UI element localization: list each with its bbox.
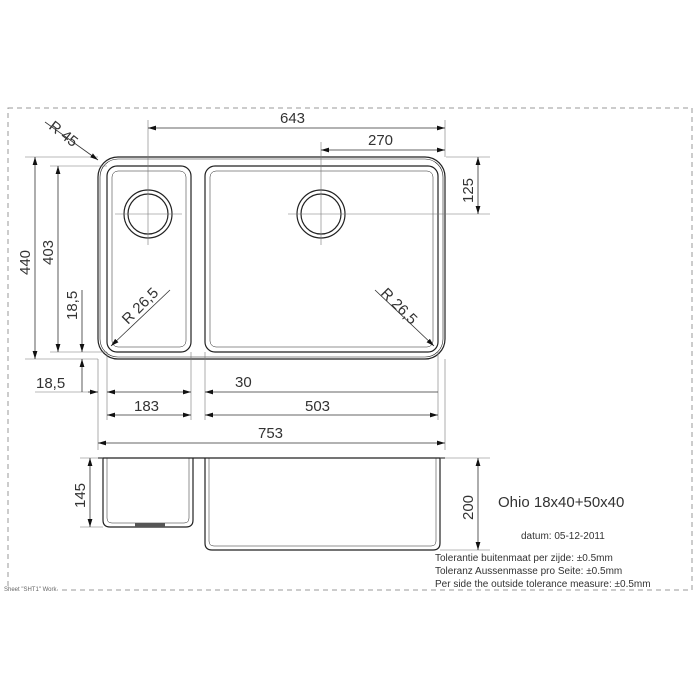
dim-18-5-horizontal: 18,5 xyxy=(36,375,65,392)
large-bowl-outline xyxy=(204,165,439,353)
dim-503: 503 xyxy=(305,398,330,415)
tolerance-nl: Tolerantie buitenmaat per zijde: ±0.5mm xyxy=(435,553,613,564)
drawing-date: datum: 05-12-2011 xyxy=(521,531,605,542)
dim-200: 200 xyxy=(460,495,477,520)
sink-outer-outline xyxy=(97,156,446,360)
dim-r26-5-small: R 26,5 xyxy=(119,285,162,328)
dim-r26-5-large: R 26,5 xyxy=(377,285,420,328)
sheet-label: Sheet "SHT1" Work xyxy=(4,587,57,593)
side-view xyxy=(98,457,445,551)
dim-145: 145 xyxy=(72,483,89,508)
product-title: Ohio 18x40+50x40 xyxy=(498,494,625,511)
tolerance-en: Per side the outside tolerance measure: … xyxy=(435,579,651,590)
plan-view xyxy=(97,156,446,360)
dim-643: 643 xyxy=(280,110,305,127)
dim-440: 440 xyxy=(17,250,34,275)
dim-183: 183 xyxy=(134,398,159,415)
dim-753: 753 xyxy=(258,425,283,442)
tolerance-de: Toleranz Aussenmasse pro Seite: ±0.5mm xyxy=(435,566,623,577)
dim-403: 403 xyxy=(40,240,57,265)
large-bowl-profile xyxy=(204,458,441,551)
small-bowl-outline xyxy=(106,165,192,353)
small-bowl-profile xyxy=(102,458,194,528)
dim-270: 270 xyxy=(368,132,393,149)
drawing-frame xyxy=(7,107,693,591)
dim-r45: R 45 xyxy=(46,118,81,151)
dim-125: 125 xyxy=(460,178,477,203)
dim-18-5-vertical: 18,5 xyxy=(64,291,81,320)
dim-30: 30 xyxy=(235,374,252,391)
